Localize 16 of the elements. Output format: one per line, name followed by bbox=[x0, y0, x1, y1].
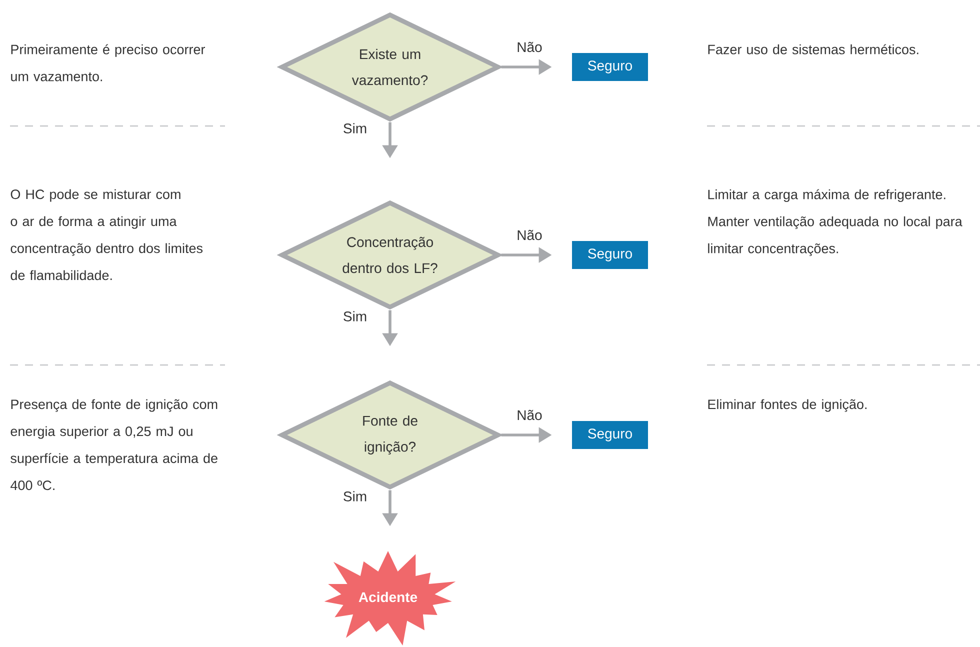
edge-label: Sim bbox=[344, 491, 366, 502]
accident-starburst: Acidente bbox=[324, 550, 456, 646]
edge-label: Não bbox=[518, 42, 542, 52]
outcome-box: Seguro bbox=[572, 53, 648, 81]
description-text: O HC pode se misturar com o ar de forma a atingir uma concentração dentro dos limites de flamabilidade. bbox=[10, 189, 203, 280]
edge-label: Sim bbox=[344, 311, 366, 322]
outcome-box: Seguro bbox=[572, 241, 648, 269]
edge-label: Não bbox=[518, 410, 542, 420]
description-text: Fazer uso de sistemas herméticos. bbox=[708, 44, 918, 54]
description-text: Presença de fonte de ignição com energia superior a 0,25 mJ ou superfície a temperatura acima de 400 ºC. bbox=[10, 399, 218, 490]
description-text: Eliminar fontes de ignição. bbox=[708, 399, 866, 412]
description-text: Primeiramente é preciso ocorrer um vazamento. bbox=[11, 44, 205, 82]
description-text: Limitar a carga máxima de refrigerante. Manter ventilação adequada no local para limitar concentrações. bbox=[708, 189, 962, 256]
edge-label: Não bbox=[518, 230, 542, 240]
outcome-box: Seguro bbox=[572, 421, 648, 449]
edge-label: Sim bbox=[344, 123, 366, 134]
